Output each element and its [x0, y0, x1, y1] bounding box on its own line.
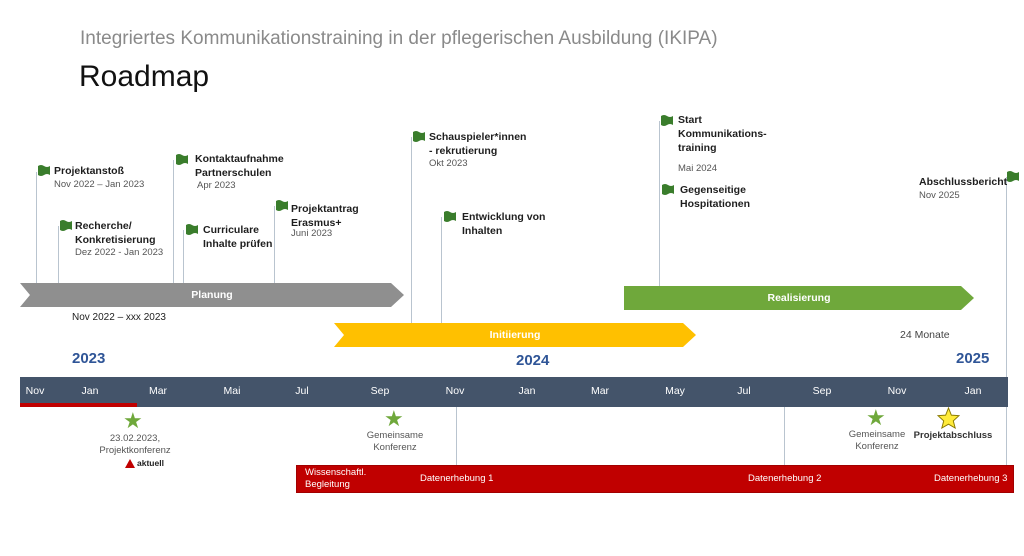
month-label: Sep: [370, 385, 390, 397]
phase-initiierung-arrow: Initiierung: [334, 323, 696, 347]
milestone-label: Curriculare Inhalte prüfen: [203, 224, 273, 250]
event-label: 23.02.2023, Projektkonferenz: [99, 433, 171, 456]
flag-icon: [444, 211, 456, 222]
month-label: Jul: [737, 385, 751, 397]
flag-icon: [176, 154, 188, 165]
flag-icon: [661, 115, 673, 126]
leader-line: [784, 406, 785, 466]
month-label: Mar: [590, 385, 610, 397]
month-label: Mai: [223, 385, 241, 397]
flag-icon: [662, 184, 674, 195]
elapsed-progress-bar: [20, 403, 137, 407]
phase-label: Initiierung: [489, 329, 541, 341]
page-title: Roadmap: [79, 60, 210, 93]
month-label: Nov: [25, 385, 45, 397]
milestone-date: Juni 2023: [291, 228, 333, 239]
phase-label: Planung: [191, 289, 233, 301]
milestone-label: Gegenseitige Hospitationen: [680, 184, 750, 210]
leader-line: [36, 172, 37, 284]
star-icon: ★: [866, 405, 886, 430]
milestone-date: Nov 2022 – Jan 2023: [54, 179, 145, 190]
month-label: Nov: [887, 385, 907, 397]
event-label: Projektabschluss: [913, 430, 993, 441]
data-collection-bar: [296, 465, 1014, 493]
erhebung-label: Datenerhebung 2: [748, 473, 822, 484]
leader-line: [1006, 177, 1007, 467]
milestone-date: Dez 2022 - Jan 2023: [75, 247, 164, 258]
current-marker-label: aktuell: [137, 458, 164, 468]
milestone-label: Recherche/ Konkretisierung: [75, 220, 156, 246]
phase-planung-arrow: Planung: [20, 283, 404, 307]
erhebung-label: Datenerhebung 1: [420, 473, 494, 484]
milestone-label: Kontaktaufnahme Partnerschulen: [195, 153, 284, 179]
leader-line: [183, 230, 184, 284]
duration-label: 24 Monate: [900, 329, 950, 341]
phase-realisierung-arrow: Realisierung: [624, 286, 974, 310]
milestone-label: Projektanstoß: [54, 165, 125, 177]
flag-icon: [60, 220, 72, 231]
leader-line: [441, 217, 442, 323]
leader-line: [659, 121, 660, 286]
triangle-up-icon: [125, 459, 135, 468]
month-label: Sep: [812, 385, 832, 397]
milestone-date: Apr 2023: [197, 180, 236, 191]
leader-line: [456, 406, 457, 466]
star-icon: ★: [384, 406, 404, 431]
milestone-label: Schauspieler*innen - rekrutierung: [429, 131, 527, 157]
year-label: 2025: [956, 350, 990, 367]
year-label: 2023: [72, 350, 106, 367]
presentation-subtitle: Integriertes Kommunikationstraining in d…: [80, 28, 718, 49]
milestone-date: Mai 2024: [678, 163, 718, 174]
event-label: Gemeinsame Konferenz: [848, 429, 906, 452]
flag-icon: [1007, 171, 1019, 182]
milestone-label: Entwicklung von Inhalten: [462, 211, 546, 237]
leader-line: [411, 137, 412, 323]
milestone-label: Abschlussbericht: [919, 176, 1008, 188]
leader-line: [274, 206, 275, 284]
milestone-date: Okt 2023: [429, 158, 468, 169]
star-icon: ★: [123, 408, 143, 433]
timeline-axis: [20, 377, 1008, 407]
month-label: Jan: [518, 385, 536, 397]
flag-icon: [38, 165, 50, 176]
month-label: Mar: [148, 385, 168, 397]
begleitung-label: Wissenschaftl. Begleitung: [305, 467, 367, 490]
flag-icon: [276, 200, 288, 211]
flag-icon: [413, 131, 425, 142]
month-label: Nov: [445, 385, 465, 397]
leader-line: [58, 226, 59, 284]
phase-label: Realisierung: [767, 292, 831, 304]
flag-icon: [186, 224, 198, 235]
year-label: 2024: [516, 352, 550, 369]
star-outline-icon: [937, 407, 960, 429]
erhebung-label: Datenerhebung 3: [934, 473, 1008, 484]
milestone-date: Nov 2025: [919, 190, 960, 201]
phase-range: Nov 2022 – xxx 2023: [72, 312, 166, 323]
month-label: May: [665, 385, 685, 397]
month-label: Jan: [81, 385, 99, 397]
leader-line: [173, 160, 174, 284]
month-label: Jul: [295, 385, 309, 397]
event-label: Gemeinsame Konferenz: [366, 430, 424, 453]
milestone-label: Projektantrag Erasmus+: [291, 203, 359, 229]
milestone-label: Start Kommunikations- training: [678, 114, 767, 154]
month-label: Jan: [964, 385, 982, 397]
